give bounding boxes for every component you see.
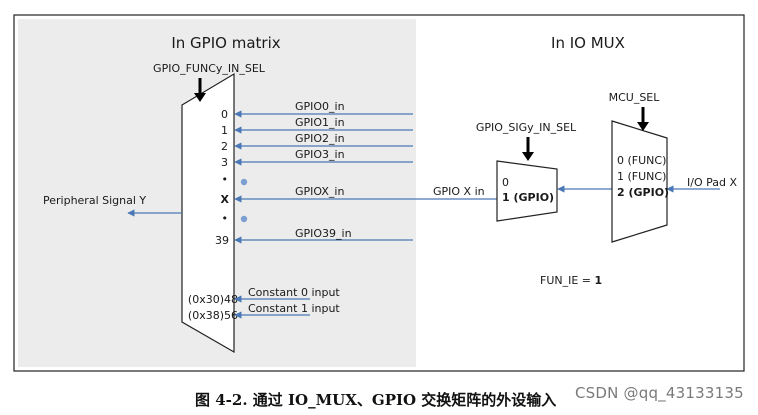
mcu-sel-label: MCU_SEL [609,91,661,104]
port-label-x: X [221,193,230,206]
mcu-sel-arrow [637,107,649,131]
port-label-1: 1 [221,124,228,137]
port-label-39: 39 [215,234,229,247]
io-mux-title: In IO MUX [551,34,625,52]
gpio39-in-label: GPIO39_in [295,227,352,240]
peripheral-signal-label: Peripheral Signal Y [43,194,146,207]
mcu-port-1: 1 (FUNC) [617,170,666,183]
port-label-dot-a: • [222,173,229,186]
gpio-matrix-mux [181,72,235,354]
fun-ie-label: FUN_IE = 1 [540,274,602,287]
constant1-label: Constant 1 input [248,302,340,315]
small-mux-port-1: 1 (GPIO) [502,191,554,204]
gpio-matrix-title: In GPIO matrix [171,34,280,52]
port-label-2: 2 [221,140,228,153]
io-pad-label: I/O Pad X [687,176,737,189]
gpiox-in-label: GPIOX_in [295,185,344,198]
figure-caption: 图 4-2. 通过 IO_MUX、GPIO 交换矩阵的外设输入 [195,391,557,409]
fun-ie-value: 1 [595,274,603,287]
mcu-sel-mux [611,120,668,243]
gpio0-in-label: GPIO0_in [295,100,345,113]
watermark: CSDN @qq_43133135 [575,384,744,402]
gpio2-in-label: GPIO2_in [295,132,345,145]
gpio3-in-label: GPIO3_in [295,148,345,161]
fun-ie-prefix: FUN_IE = [540,274,595,287]
sig-in-sel-mux [496,160,558,222]
mcu-port-2: 2 (GPIO) [617,186,669,199]
port-label-56: (0x38)56 [188,309,238,322]
gpio-func-in-sel-arrow [194,78,206,102]
port-label-48: (0x30)48 [188,293,238,306]
gpio-sigy-in-sel-arrow [522,137,534,161]
gpio-x-in-label: GPIO X in [433,185,485,198]
port-label-0: 0 [221,108,228,121]
gpio-func-in-sel-label: GPIO_FUNCy_IN_SEL [153,62,266,75]
constant0-label: Constant 0 input [248,286,340,299]
mcu-port-0: 0 (FUNC) [617,154,666,167]
port-label-dot-b: • [222,212,229,225]
small-mux-port-0: 0 [502,176,509,189]
ellipsis-dot [240,215,248,223]
gpio-sigy-in-sel-label: GPIO_SIGy_IN_SEL [476,121,577,134]
ellipsis-dot [240,178,248,186]
port-label-3: 3 [221,156,228,169]
gpio1-in-label: GPIO1_in [295,116,345,129]
